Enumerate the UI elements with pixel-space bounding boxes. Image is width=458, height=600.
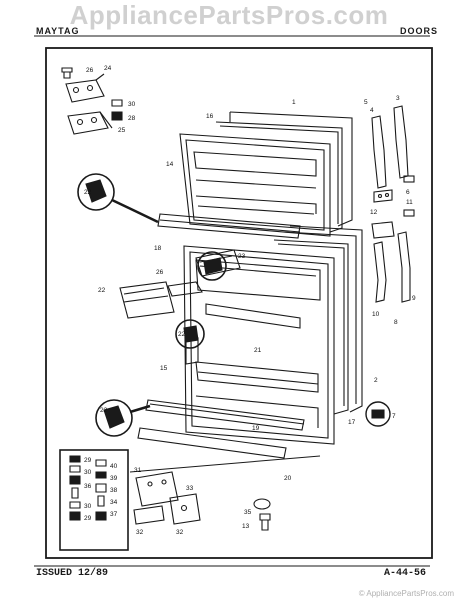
- callout-9: 9: [412, 295, 416, 302]
- callout-38: 38: [110, 487, 118, 494]
- callout-detail-24: [197, 251, 227, 281]
- callout-37: 37: [110, 511, 118, 518]
- fresh-food-door: [137, 225, 363, 459]
- top-hinge-kit: [61, 67, 123, 135]
- callout-12: 12: [370, 209, 378, 216]
- callout-40: 40: [110, 463, 118, 470]
- footer-page-code: A-44-56: [384, 568, 427, 579]
- callout-32-b: 32: [176, 529, 184, 536]
- watermark-bottom: © AppliancePartsPros.com: [358, 589, 454, 598]
- callout-16: 16: [206, 113, 214, 120]
- callout-11: 11: [406, 199, 413, 206]
- callout-29-kit-b: 29: [84, 515, 92, 522]
- callout-15: 15: [160, 365, 168, 372]
- callout-21: 21: [254, 347, 262, 354]
- callout-14: 14: [166, 161, 174, 168]
- header-right: DOORS: [400, 26, 439, 36]
- callout-34: 34: [110, 499, 118, 506]
- callout-13: 13: [242, 523, 250, 530]
- callout-2: 2: [374, 377, 378, 384]
- callout-4: 4: [370, 107, 374, 114]
- callout-30-top: 30: [128, 101, 136, 108]
- callout-19: 19: [252, 425, 260, 432]
- callout-22-mid: 22: [178, 331, 186, 338]
- callout-detail-22-mid: [175, 319, 205, 349]
- callout-6: 6: [406, 189, 410, 196]
- callout-22-low: 22: [100, 407, 108, 414]
- callout-30-kit-b: 30: [84, 503, 92, 510]
- callout-20: 20: [284, 475, 292, 482]
- callout-39: 39: [110, 475, 118, 482]
- callout-1: 1: [292, 99, 296, 106]
- bottom-hinge-plates: [129, 455, 321, 531]
- callout-25: 26: [156, 269, 164, 276]
- callout-27: 25: [118, 127, 126, 134]
- callout-31: 31: [134, 467, 142, 474]
- callout-18: 18: [154, 245, 162, 252]
- callout-3: 3: [396, 95, 400, 102]
- callout-28: 26: [86, 67, 94, 74]
- callout-detail-22-top: [77, 173, 159, 224]
- callout-35: 35: [244, 509, 252, 516]
- callout-8: 8: [394, 319, 398, 326]
- callout-7: 7: [392, 413, 396, 420]
- callout-29-top: 28: [128, 115, 136, 122]
- callout-22-top: 22: [84, 189, 92, 196]
- callout-5: 5: [364, 99, 368, 106]
- callout-26: 24: [104, 65, 112, 72]
- callout-36: 36: [84, 483, 92, 490]
- callout-29-kit-a: 29: [84, 457, 92, 464]
- callout-10: 10: [372, 311, 380, 318]
- callout-24: 23: [238, 253, 246, 260]
- bottom-hinge-kit: [59, 449, 129, 551]
- callout-32-a: 32: [136, 529, 144, 536]
- callout-23: 22: [98, 287, 106, 294]
- freezer-door: [157, 111, 353, 239]
- callout-17: 17: [348, 419, 356, 426]
- callout-30-kit-a: 30: [84, 469, 92, 476]
- right-hardware: [365, 105, 415, 427]
- footer-issued: ISSUED 12/89: [36, 568, 109, 579]
- callout-detail-22-low: [95, 399, 151, 437]
- watermark-top: AppliancePartsPros.com: [69, 0, 389, 30]
- callout-33: 33: [186, 485, 194, 492]
- diagram-frame: [45, 47, 433, 559]
- header-left: MAYTAG: [36, 26, 80, 36]
